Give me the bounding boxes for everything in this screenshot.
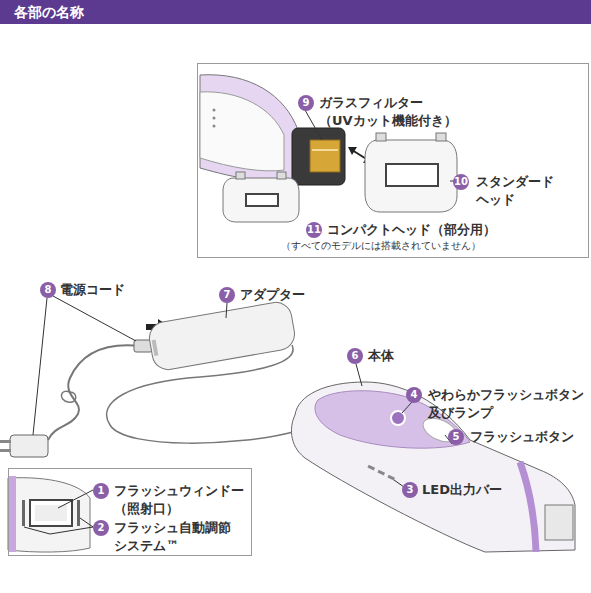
indicator-dot — [213, 117, 216, 120]
device-front-closeup — [8, 478, 90, 552]
head-tab — [236, 172, 245, 179]
adapter — [147, 300, 297, 372]
plug-prong — [0, 440, 11, 443]
led-segment — [377, 470, 385, 476]
section-title: 各部の名称 — [14, 3, 84, 21]
leader-line — [356, 364, 362, 386]
callout-number: 11 — [306, 222, 322, 238]
device-closeup-inner — [200, 92, 284, 171]
part-label: 本体 — [368, 347, 394, 365]
cord-connector — [134, 340, 152, 352]
inset-background — [197, 63, 589, 258]
inset-background — [8, 468, 252, 556]
inset-box: 1 フラッシュウィンドー （照射口） 2 フラッシュ自動調節 システム™ — [8, 468, 252, 556]
led-segment — [387, 475, 395, 481]
part-label: 電源コード — [60, 281, 125, 299]
cord-coil — [61, 391, 75, 402]
part-label: やわらかフラッシュボタン 及びランプ — [428, 386, 584, 422]
note-text: （すべてのモデルには搭載されていません） — [281, 239, 481, 253]
callout-number: 3 — [402, 482, 418, 498]
leader-line — [33, 298, 47, 435]
part-label: コンパクトヘッド（部分用） — [327, 221, 496, 239]
part-label: LED出力バー — [422, 481, 502, 499]
flash-window-inner — [35, 505, 67, 521]
adapter-group — [147, 300, 297, 372]
device-closeup — [200, 75, 298, 182]
callout-number: 8 — [40, 282, 56, 298]
callout-number: 4 — [406, 387, 422, 403]
glass-filter — [310, 140, 340, 172]
callout-number: 6 — [347, 348, 363, 364]
head-tab — [376, 133, 386, 141]
flash-window — [545, 505, 573, 540]
sensor-slit — [22, 500, 25, 526]
leader-line — [53, 296, 136, 341]
device-cord — [107, 345, 293, 443]
head-ring — [520, 462, 536, 552]
indicator-dot — [213, 125, 216, 128]
attach-arrow-head — [348, 147, 357, 155]
part-label: フラッシュウィンドー （照射口） — [114, 482, 244, 518]
head-tab — [436, 133, 446, 141]
callout-number: 7 — [219, 287, 235, 303]
callout-number: 10 — [453, 174, 469, 190]
leader-line — [226, 303, 227, 318]
filter-mount — [292, 128, 345, 185]
sensor-slit — [77, 500, 80, 526]
standard-head — [365, 140, 457, 212]
part-label: アダプター — [240, 286, 305, 304]
part-label: フラッシュボタン — [470, 428, 574, 446]
head-tab — [277, 172, 286, 179]
head-window — [246, 194, 278, 206]
head-ring — [8, 476, 16, 552]
leader-line — [402, 402, 412, 413]
part-label: ガラスフィルター （UVカット機能付き） — [319, 94, 457, 130]
led-segment — [367, 465, 375, 471]
callout-number: 9 — [298, 95, 314, 111]
callout-number: 1 — [93, 483, 109, 499]
plug-prong — [0, 449, 11, 452]
inset-box: 9 ガラスフィルター （UVカット機能付き） 10 スタンダード ヘッド 11 コンパクト… — [197, 63, 589, 258]
power-plug — [10, 435, 48, 457]
leader-line — [58, 490, 93, 508]
adapter-socket — [152, 340, 159, 356]
filter-shine — [312, 149, 338, 151]
part-label: フラッシュ自動調節 システム™ — [114, 519, 231, 555]
leader-line — [24, 527, 93, 534]
indicator-dot — [213, 109, 216, 112]
title-band: 各部の名称 — [0, 0, 591, 24]
compact-head — [223, 178, 299, 222]
gentle-flash-button — [391, 411, 405, 425]
callout-number: 5 — [448, 429, 464, 445]
callout-number: 2 — [93, 520, 109, 536]
part-label: スタンダード ヘッド — [476, 173, 554, 209]
head-window — [386, 164, 438, 186]
leader-line — [80, 518, 93, 527]
